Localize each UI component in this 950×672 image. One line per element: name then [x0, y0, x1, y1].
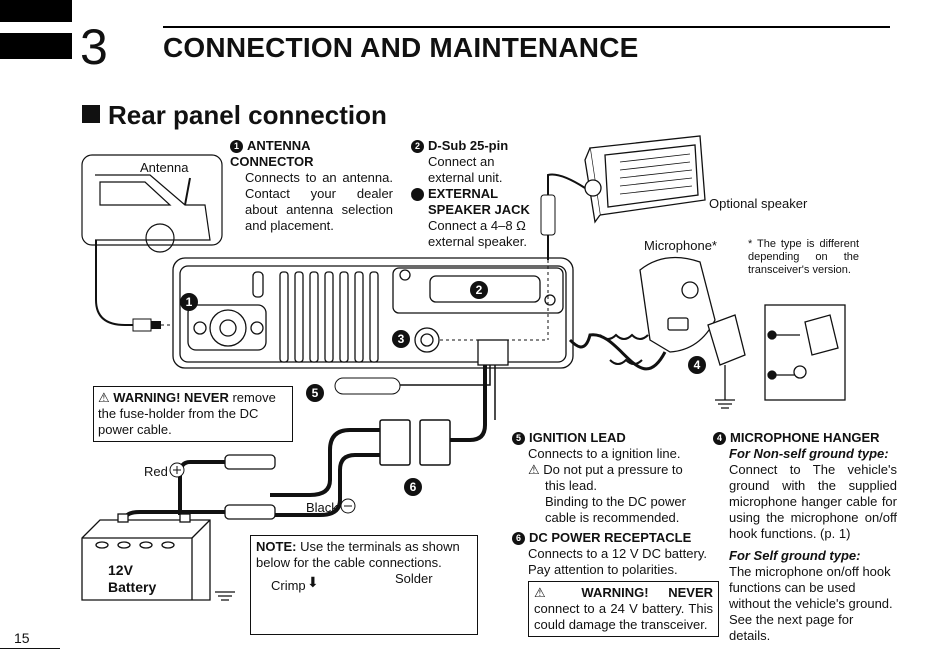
section-title: Rear panel connection — [82, 100, 387, 131]
self-note: See the next page for details. — [729, 612, 854, 643]
mic-type-note: * The type is different depending on the… — [748, 238, 859, 276]
warning-icon: ⚠ — [534, 585, 562, 600]
binding-text: Binding to the DC power cable is recomme… — [545, 494, 686, 525]
self-body: The microphone on/off hook functions can… — [729, 564, 893, 611]
transceiver-rear-panel — [172, 257, 574, 369]
note-strong: NOTE: — [256, 539, 297, 554]
crimp-label: Crimp — [271, 578, 306, 593]
warning-text: remove the fuse-holder from the DC power… — [98, 390, 276, 437]
battery-illustration — [81, 513, 235, 601]
item-body: Connects to an antenna. Contact your dea… — [245, 170, 393, 233]
callout-3: 3 — [392, 330, 414, 349]
item-dsub: 2 D-Sub 25-pin Connect an external unit. — [411, 138, 531, 186]
number-badge: 5 — [512, 432, 525, 445]
non-self-lead: Connect to — [729, 462, 801, 477]
item-body: Connect a 4–8 Ω external speaker. — [428, 218, 528, 249]
arrow-down-icon: ⬇ — [307, 574, 319, 590]
callout-2: 2 — [470, 281, 492, 300]
optional-speaker-label: Optional speaker — [709, 196, 808, 211]
number-badge: 6 — [512, 532, 525, 545]
number-badge: 4 — [713, 432, 726, 445]
callout-5: 5 — [306, 384, 328, 403]
callout-4: 4 — [688, 356, 710, 375]
black-label: Black — [306, 500, 338, 515]
header-rule — [163, 26, 890, 28]
item-body: Connects to a ignition line. — [528, 446, 681, 461]
callout-1: 1 — [180, 293, 202, 312]
item-body: Connect an external unit. — [428, 154, 503, 185]
item-ignition-lead: 5 IGNITION LEAD Connects to a ignition li… — [512, 430, 702, 526]
item-body: Connects to a 12 V DC battery. Pay atten… — [528, 546, 707, 577]
chapter-tab — [0, 0, 72, 22]
solder-label: Solder — [395, 571, 433, 586]
non-self-title: For Non-self ground type: — [729, 446, 889, 461]
footer-rule — [0, 648, 60, 649]
chapter-title: CONNECTION AND MAINTENANCE — [163, 32, 639, 63]
battery-voltage: 12V — [108, 562, 133, 578]
number-badge: 2 — [411, 140, 424, 153]
item-mic-hanger: 4 MICROPHONE HANGER For Non-self ground t… — [713, 430, 897, 644]
car-illustration — [81, 154, 223, 253]
dc-power-cable — [123, 365, 496, 521]
non-self-text: The vehicle's ground with the supplied m… — [729, 462, 897, 541]
item-external-speaker: 3 EXTERNAL SPEAKER JACK Connect a 4–8 Ω e… — [406, 186, 536, 250]
note-text: Use the terminals as shown below for the… — [256, 539, 460, 570]
item-title: IGNITION LEAD — [529, 430, 626, 445]
item-title: ANTENNA CONNECTOR — [230, 138, 314, 169]
warning-strong: WARNING! NEVER — [113, 390, 229, 405]
battery-label: 12V Battery — [108, 562, 156, 596]
note-box: NOTE: Use the terminals as shown below f… — [250, 535, 478, 635]
dc-warning-box: ⚠ WARNING! NEVER connect to a 24 V batte… — [528, 581, 719, 637]
warning-strong: WARNING! NEVER — [581, 585, 714, 600]
page-number: 15 — [14, 630, 30, 646]
caution-icon: ⚠ — [528, 462, 540, 477]
item-title: DC POWER RECEPTACLE — [529, 530, 692, 545]
microphone-label: Microphone* — [644, 238, 717, 253]
optional-speaker — [584, 135, 706, 224]
number-badge: 3 — [406, 188, 424, 201]
item-dc-power: 6 DC POWER RECEPTACLE Connects to a 12 V … — [512, 530, 717, 578]
microphone — [639, 256, 716, 353]
fuse-warning-box: ⚠ WARNING! NEVER remove the fuse-holder … — [93, 386, 293, 442]
item-title: MICROPHONE HANGER — [730, 430, 880, 445]
chapter-tab-lower — [0, 33, 72, 59]
number-badge: 1 — [230, 140, 243, 153]
warning-text: connect to a 24 V battery. This could da… — [534, 601, 713, 632]
item-title: EXTERNAL SPEAKER JACK — [428, 186, 530, 217]
red-label: Red — [144, 464, 168, 479]
non-self-body: Connect to The vehicle's ground with the… — [713, 462, 897, 542]
mic-hanger — [707, 304, 846, 409]
caution-text: Do not put a pressure to this lead. — [543, 462, 683, 493]
self-title: For Self ground type: — [729, 548, 861, 563]
chapter-number: 3 — [80, 19, 108, 75]
callout-6: 6 — [404, 478, 426, 497]
item-title: D-Sub 25-pin — [428, 138, 509, 153]
battery-text: Battery — [108, 579, 157, 595]
section-title-text: Rear panel connection — [108, 100, 387, 130]
square-bullet-icon — [82, 105, 100, 123]
caution-row: ⚠ Do not put a pressure to this lead. — [512, 462, 702, 494]
antenna-label: Antenna — [140, 160, 189, 175]
warning-icon: ⚠ — [98, 390, 110, 405]
